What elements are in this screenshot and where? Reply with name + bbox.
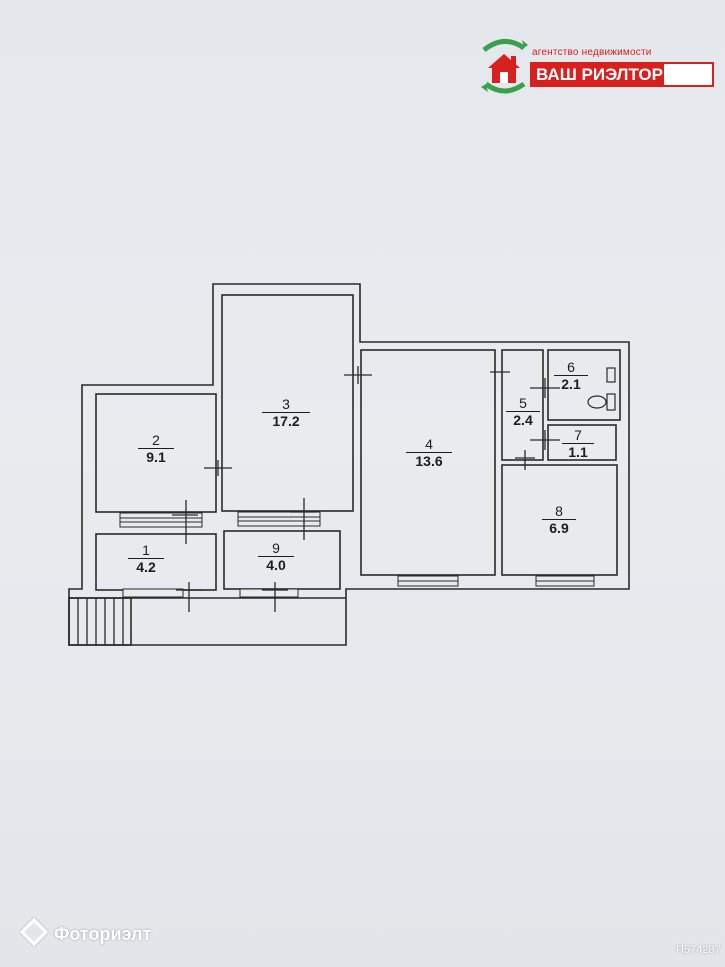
logo-tagline: агентство недвижимости xyxy=(532,47,652,58)
room-label-8: 8 6.9 xyxy=(542,503,576,536)
room-area: 4.2 xyxy=(136,559,156,575)
room-8-wall xyxy=(501,464,618,576)
room-number: 5 xyxy=(506,395,540,412)
stair-treads xyxy=(77,598,124,645)
watermark-brand: Фоториэлт xyxy=(54,924,152,944)
room-label-5: 5 2.4 xyxy=(506,395,540,428)
room-number: 9 xyxy=(258,540,294,557)
toilet-icon xyxy=(587,367,616,411)
agency-logo: агентство недвижимости ВАШ РИЭЛТОР xyxy=(478,36,718,96)
room-label-4: 4 13.6 xyxy=(406,436,452,469)
room-area: 4.0 xyxy=(266,557,286,573)
diamond-logo-icon xyxy=(19,917,49,947)
room-2-wall xyxy=(95,393,217,513)
room-area: 6.9 xyxy=(549,520,569,536)
logo-name-box: ВАШ РИЭЛТОР xyxy=(530,62,714,87)
room-area: 2.4 xyxy=(513,412,533,428)
outer-wall xyxy=(68,283,630,646)
room-3-wall xyxy=(221,294,354,512)
room-area: 17.2 xyxy=(272,413,300,429)
room-label-1: 1 4.2 xyxy=(128,542,164,575)
room-number: 7 xyxy=(562,427,594,444)
house-logo-icon xyxy=(481,39,528,94)
windows xyxy=(119,511,595,598)
room-label-9: 9 4.0 xyxy=(258,540,294,573)
room-number: 1 xyxy=(128,542,164,559)
room-6-wall xyxy=(547,349,621,421)
room-number: 3 xyxy=(262,396,310,413)
room-5-wall xyxy=(501,349,544,461)
room-label-3: 3 17.2 xyxy=(262,396,310,429)
room-number: 6 xyxy=(554,359,588,376)
room-area: 1.1 xyxy=(568,444,588,460)
room-label-2: 2 9.1 xyxy=(138,432,174,465)
room-area: 9.1 xyxy=(146,449,166,465)
door-marks xyxy=(172,366,560,612)
room-label-6: 6 2.1 xyxy=(554,359,588,392)
room-area: 2.1 xyxy=(561,376,581,392)
room-number: 4 xyxy=(406,436,452,453)
room-4-wall xyxy=(360,349,496,576)
room-label-7: 7 1.1 xyxy=(562,427,594,460)
room-area: 13.6 xyxy=(415,453,443,469)
watermark: Фоториэлт xyxy=(19,917,152,947)
room-number: 2 xyxy=(138,432,174,449)
reference-code: П574287 xyxy=(676,944,721,956)
logo-name: ВАШ РИЭЛТОР xyxy=(536,65,663,84)
stairs xyxy=(68,597,132,646)
room-number: 8 xyxy=(542,503,576,520)
room-7-wall xyxy=(547,424,617,461)
